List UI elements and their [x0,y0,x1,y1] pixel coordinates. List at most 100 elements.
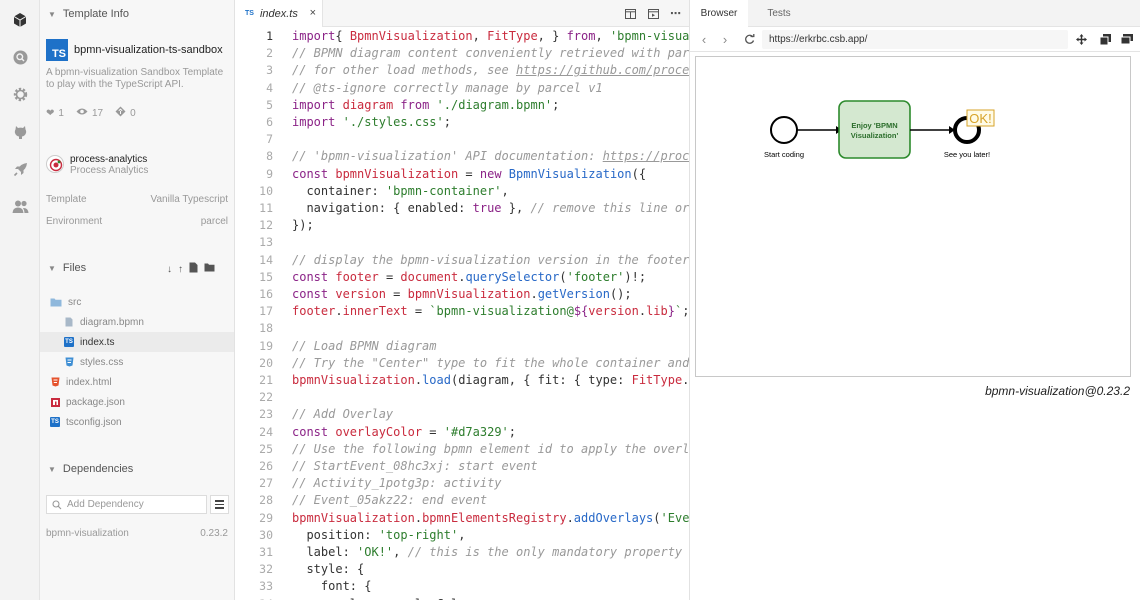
close-icon[interactable]: × [309,7,316,19]
code-token: // display the bpmn-visualization versio… [292,252,690,267]
caret-down-icon: ▼ [48,9,56,19]
file-row-package-json[interactable]: package.json [40,392,234,412]
more-options-icon[interactable]: ⋯ [670,8,681,20]
line-number: 1 [266,29,273,43]
editor-tab-bar: TS index.ts × ⋯ [235,0,689,27]
code-line[interactable]: 27// Activity_1potg3p: activity [235,475,689,492]
copy-icon[interactable] [1097,31,1113,47]
logo-icon[interactable] [10,10,30,30]
bpmn-container[interactable]: OK! Start coding Enjoy 'BPMN Visualizati… [695,56,1131,377]
gear-icon[interactable] [10,84,30,104]
code-line[interactable]: 26// StartEvent_08hc3xj: start event [235,458,689,475]
file-row-diagram-bpmn[interactable]: diagram.bpmn [40,312,234,332]
forward-icon[interactable]: › [722,31,728,47]
code-line[interactable]: 33 font: { [235,578,689,595]
code-line[interactable]: 13 [235,234,689,251]
code-text: // @ts-ignore correctly manage by parcel… [292,80,603,97]
new-file-icon[interactable] [189,262,198,276]
code-token: overlayColor [335,424,423,439]
dependency-name[interactable]: bpmn-visualization [46,528,129,539]
author-avatar[interactable] [46,155,64,173]
download-icon[interactable]: ↓ [167,263,172,275]
code-line[interactable]: 23// Add Overlay [235,406,689,423]
code-line[interactable]: 28// Event_05akz22: end event [235,492,689,509]
template-info-header[interactable]: ▼ Template Info [48,8,129,20]
start-event[interactable] [770,116,798,144]
split-view-icon[interactable] [624,7,637,20]
tab-label: index.ts [259,7,298,20]
file-row-index-html[interactable]: index.html [40,372,234,392]
upload-icon[interactable]: ↑ [178,263,183,275]
tab-browser[interactable]: Browser [690,0,748,27]
code-token: // 'bpmn-visualization' API documentatio… [292,149,603,164]
preview-icon[interactable] [647,7,660,20]
code-line[interactable]: 7 [235,131,689,148]
code-line[interactable]: 25// Use the following bpmn element id t… [235,441,689,458]
url-input[interactable]: https://erkrbc.csb.app/ [762,30,1068,49]
add-dependency-input[interactable]: Add Dependency [46,495,207,514]
new-folder-icon[interactable] [204,263,215,275]
code-line[interactable]: 2// BPMN diagram content conveniently re… [235,45,689,62]
refresh-icon[interactable] [741,31,757,47]
code-line[interactable]: 20// Try the "Center" type to fit the wh… [235,355,689,372]
line-number: 4 [266,80,273,95]
search-icon[interactable] [10,47,30,67]
users-icon[interactable] [10,196,30,216]
back-icon[interactable]: ‹ [701,31,707,47]
template-label: Template [46,194,87,205]
code-line[interactable]: 11 navigation: { enabled: true }, // rem… [235,200,689,217]
menu-icon[interactable] [210,495,229,514]
dependencies-header[interactable]: ▼ Dependencies [48,463,134,475]
line-number: 3 [266,63,273,78]
tab-index-ts[interactable]: TS index.ts × [235,0,323,27]
code-line[interactable]: 32 style: { [235,561,689,578]
code-token: 'Event_ [660,510,690,525]
files-header[interactable]: ▼ Files [48,262,87,274]
file-row-tsconfig-json[interactable]: TS tsconfig.json [50,416,122,428]
heart-icon[interactable]: ❤ [46,107,55,119]
code-line[interactable]: 30 position: 'top-right', [235,527,689,544]
ts-file-icon: TS [50,417,60,427]
code-line[interactable]: 14// display the bpmn-visualization vers… [235,252,690,269]
code-line[interactable]: 22 [235,389,689,406]
code-line[interactable]: 12}); [235,217,689,234]
tab-tests[interactable]: Tests [767,8,791,19]
code-line[interactable]: 4 // @ts-ignore correctly manage by parce… [235,80,689,97]
code-line[interactable]: 18 [235,320,689,337]
code-line[interactable]: 31 label: 'OK!', // this is the only man… [235,544,689,561]
dependency-version[interactable]: 0.23.2 [200,528,228,539]
move-icon[interactable] [1073,31,1089,47]
code-token: }); [292,218,314,233]
code-line[interactable]: 10 container: 'bpmn-container', [235,183,689,200]
line-number: 30 [259,527,273,542]
open-window-icon[interactable] [1119,31,1135,47]
code-line[interactable]: 8// 'bpmn-visualization' API documentati… [235,148,689,165]
code-text: style: { [292,561,364,578]
code-token: )!; [624,269,647,284]
code-token: // Load BPMN diagram [292,338,437,353]
github-icon[interactable] [10,121,30,141]
author-name[interactable]: process-analytics [70,154,148,165]
code-line[interactable]: 19// Load BPMN diagram [235,338,689,355]
file-row-src[interactable]: src [40,292,234,312]
code-line[interactable]: 34 color: overlayColor, [235,596,689,600]
task-label-line2: Visualization' [851,131,899,140]
code-token: bpmnVisualization [292,373,415,387]
code-line[interactable]: 3// for other load methods, see https://… [235,62,689,79]
rocket-icon[interactable] [10,159,30,179]
file-row-index-ts[interactable]: TS index.ts [40,332,234,352]
code-token: , [595,29,610,43]
file-row-styles-css[interactable]: styles.css [40,352,234,372]
fork-icon[interactable] [115,106,126,120]
